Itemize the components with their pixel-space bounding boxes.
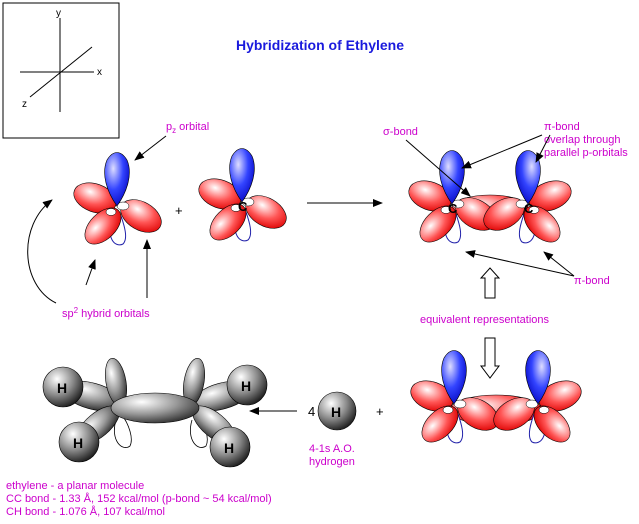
svg-text:H: H (241, 378, 251, 394)
fact-planar: ethylene - a planar molecule (6, 480, 144, 492)
carbon-label: C (238, 199, 248, 214)
ethylene-bottom-right (406, 350, 586, 450)
svg-text:4-1s A.O.: 4-1s A.O. (309, 443, 355, 455)
y-axis-label: y (56, 8, 61, 19)
svg-text:pz orbital: pz orbital (166, 121, 209, 135)
z-axis-label: z (22, 99, 27, 110)
sp2-hybrid-label: sp2 hybrid orbitals (27, 199, 151, 320)
plus-sign-bottom: + (376, 404, 384, 419)
svg-text:C: C (524, 201, 534, 216)
ethylene-facts: ethylene - a planar molecule CC bond - 1… (6, 480, 272, 518)
equivalent-representations-label: equivalent representations (420, 314, 550, 326)
svg-text:H: H (57, 380, 67, 396)
fact-ch-bond: CH bond - 1.076 Å, 107 kcal/mol (6, 505, 165, 518)
svg-text:C: C (448, 201, 458, 216)
pz-orbital-label: pz orbital (134, 121, 209, 161)
sp2-carbon-middle: C (194, 148, 293, 248)
fact-cc-bond: CC bond - 1.33 Å, 152 kcal/mol (p-bond ~… (6, 492, 272, 505)
equivalent-arrows (479, 267, 501, 379)
pi-bond-top-label: π-bond overlap through parallel p-orbita… (461, 121, 628, 169)
svg-text:sp2 hybrid orbitals: sp2 hybrid orbitals (62, 306, 150, 320)
axis-frame: y x z (2, 2, 120, 139)
diagram-title: Hybridization of Ethylene (236, 37, 404, 53)
plus-sign-top: + (175, 203, 183, 218)
svg-text:H: H (73, 435, 83, 451)
sp2-carbon-left (69, 152, 168, 252)
svg-text:H: H (331, 404, 341, 420)
svg-text:overlap through: overlap through (544, 134, 620, 146)
svg-text:hydrogen: hydrogen (309, 456, 355, 468)
svg-text:π-bond: π-bond (574, 275, 610, 287)
coefficient-four: 4 (308, 404, 315, 419)
pi-bond-right-label: π-bond (465, 250, 610, 287)
ethylene-molecule: H H H H (42, 358, 268, 468)
ao-label: 4-1s A.O. hydrogen (309, 443, 355, 468)
svg-text:H: H (224, 440, 234, 456)
x-axis-label: x (97, 67, 102, 78)
hydrogen-atom: H (317, 391, 357, 431)
svg-text:π-bond: π-bond (544, 121, 580, 133)
svg-text:parallel p-orbitals: parallel p-orbitals (544, 147, 628, 159)
sigma-bond-label: σ-bond (383, 126, 418, 138)
ethylene-pi-sigma-top: C C (404, 150, 576, 250)
